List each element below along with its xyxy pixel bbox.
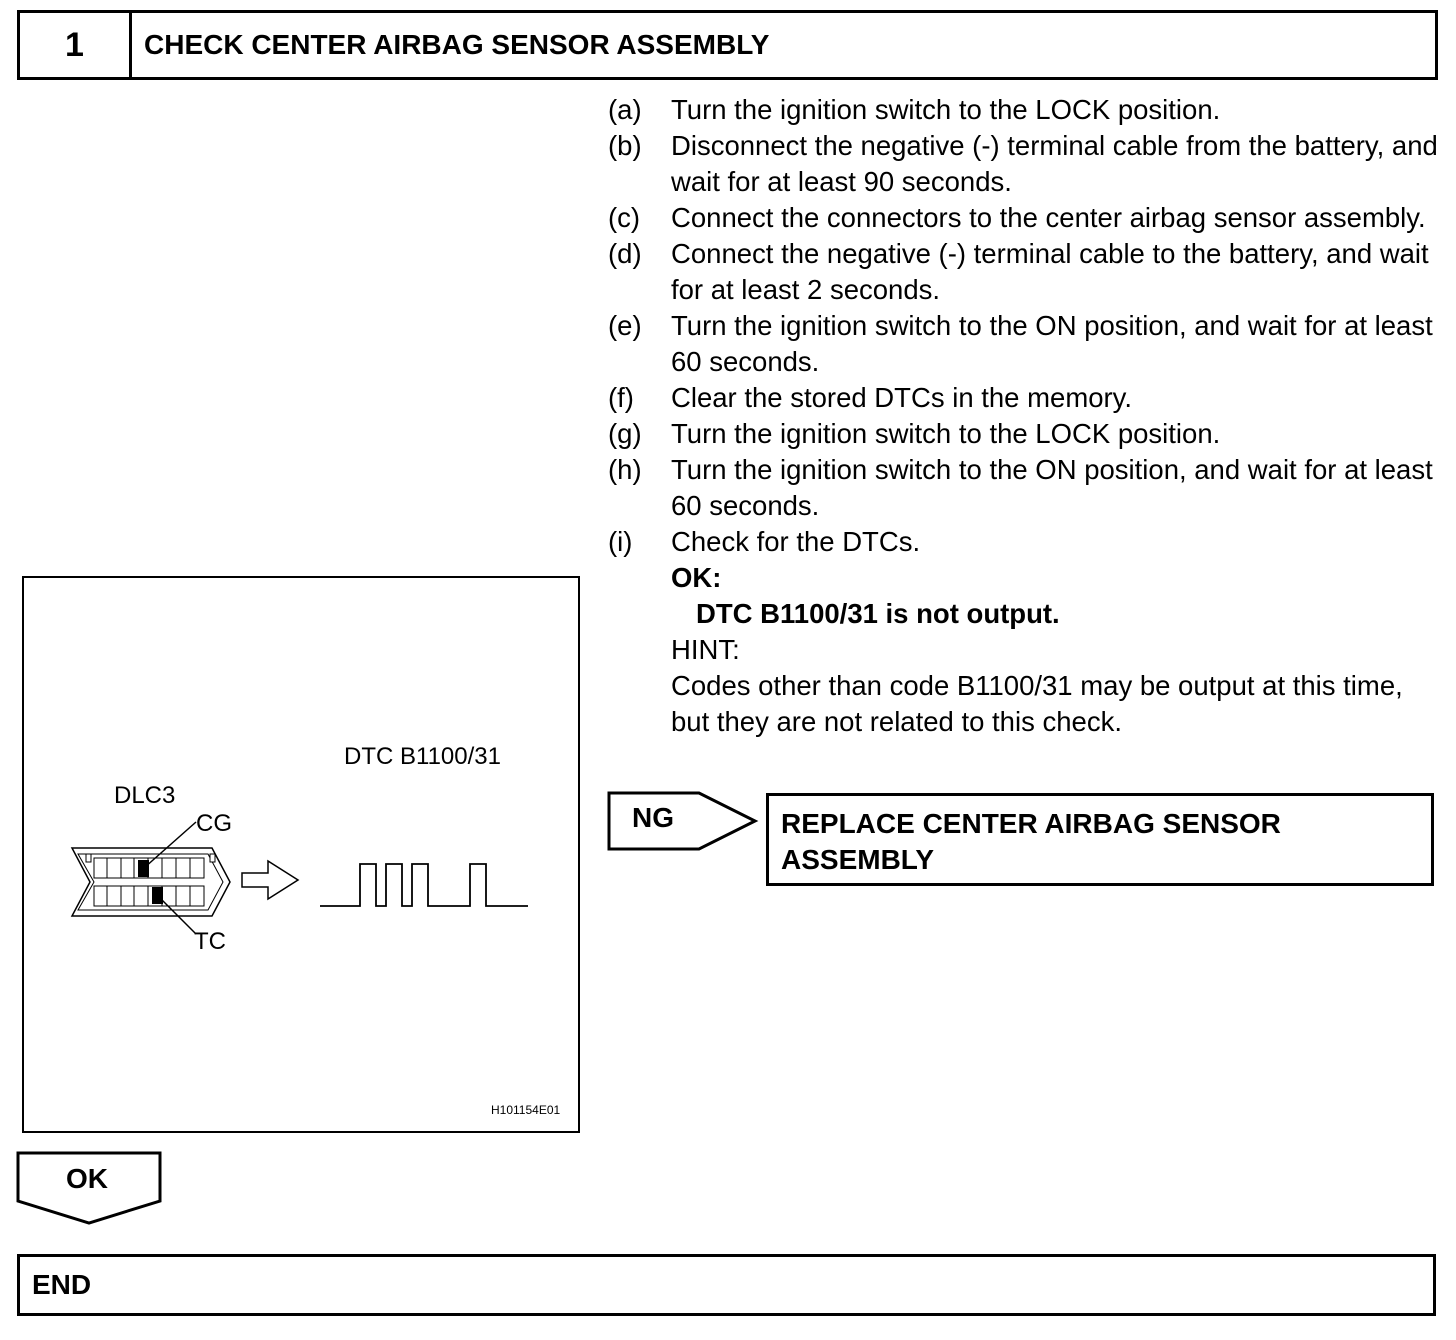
dlc3-label: DLC3 <box>114 782 176 809</box>
result-block: OK: DTC B1100/31 is not output. HINT: Co… <box>671 560 1438 740</box>
latch-right <box>209 853 216 863</box>
step-label: (e) <box>608 310 642 341</box>
ng-tag-shape <box>607 791 759 851</box>
ok-tag-shape <box>16 1151 162 1225</box>
end-label: END <box>32 1269 92 1300</box>
step-label: (g) <box>608 418 642 449</box>
dtc-label: DTC B1100/31 <box>344 743 501 770</box>
procedure-step: (g) Turn the ignition switch to the LOCK … <box>608 416 1438 452</box>
procedure-step: (c) Connect the connectors to the center … <box>608 200 1438 236</box>
hint-label: HINT: <box>671 634 740 665</box>
procedure-list: (a) Turn the ignition switch to the LOCK … <box>608 92 1438 740</box>
end-box: END <box>17 1254 1436 1316</box>
step-label: (c) <box>608 202 641 233</box>
step-title: CHECK CENTER AIRBAG SENSOR ASSEMBLY <box>144 29 770 60</box>
dtc-waveform <box>320 863 528 907</box>
connector-inner-outline <box>77 853 224 911</box>
dlc3-illustration: DLC3 CG TC DTC B1100/31 H101154E01 <box>22 576 580 1133</box>
ok-criteria-value: DTC B1100/31 is not output. <box>696 598 1060 629</box>
dlc3-diagram <box>70 821 528 935</box>
step-label: (h) <box>608 454 642 485</box>
latch-left <box>85 853 92 863</box>
step-number: 1 <box>20 13 132 77</box>
step-text: Connect the connectors to the center air… <box>671 202 1426 233</box>
cg-label: CG <box>196 810 232 837</box>
step-text: Disconnect the negative (-) terminal cab… <box>671 130 1438 197</box>
step-text: Turn the ignition switch to the ON posit… <box>671 454 1433 521</box>
step-label: (d) <box>608 238 642 269</box>
ng-action-text: REPLACE CENTER AIRBAG SENSOR ASSEMBLY <box>781 808 1281 875</box>
arrow-icon <box>241 859 300 901</box>
lower-pin-row <box>93 885 205 907</box>
step-label: (a) <box>608 94 642 125</box>
figure-code: H101154E01 <box>491 1103 561 1117</box>
cg-leader-line <box>143 821 197 869</box>
tc-label: TC <box>194 928 226 955</box>
tc-leader-line <box>157 895 197 935</box>
step-text: Check for the DTCs. <box>671 526 921 557</box>
step-label: (f) <box>608 382 634 413</box>
tc-terminal <box>152 887 163 904</box>
step-label: (i) <box>608 526 633 557</box>
step-text: Turn the ignition switch to the LOCK pos… <box>671 94 1221 125</box>
step-header: 1 CHECK CENTER AIRBAG SENSOR ASSEMBLY <box>17 10 1438 80</box>
hint-text: Codes other than code B1100/31 may be ou… <box>671 670 1403 737</box>
step-text: Clear the stored DTCs in the memory. <box>671 382 1133 413</box>
ok-criteria-label: OK: <box>671 562 722 593</box>
cg-terminal <box>138 860 149 877</box>
ng-action-box: REPLACE CENTER AIRBAG SENSOR ASSEMBLY <box>766 793 1434 886</box>
procedure-step: (h) Turn the ignition switch to the ON po… <box>608 452 1438 524</box>
procedure-step: (f) Clear the stored DTCs in the memory. <box>608 380 1438 416</box>
procedure-step: (e) Turn the ignition switch to the ON po… <box>608 308 1438 380</box>
ng-tag-label: NG <box>632 802 674 833</box>
procedure-step: (i) Check for the DTCs. <box>608 524 1438 560</box>
step-text: Turn the ignition switch to the ON posit… <box>671 310 1433 377</box>
procedure-step: (d) Connect the negative (-) terminal cab… <box>608 236 1438 308</box>
procedure-step: (a) Turn the ignition switch to the LOCK … <box>608 92 1438 128</box>
step-text: Turn the ignition switch to the LOCK pos… <box>671 418 1221 449</box>
step-label: (b) <box>608 130 642 161</box>
procedure-step: (b) Disconnect the negative (-) terminal … <box>608 128 1438 200</box>
step-text: Connect the negative (-) terminal cable … <box>671 238 1429 305</box>
ok-tag-label: OK <box>66 1163 108 1194</box>
